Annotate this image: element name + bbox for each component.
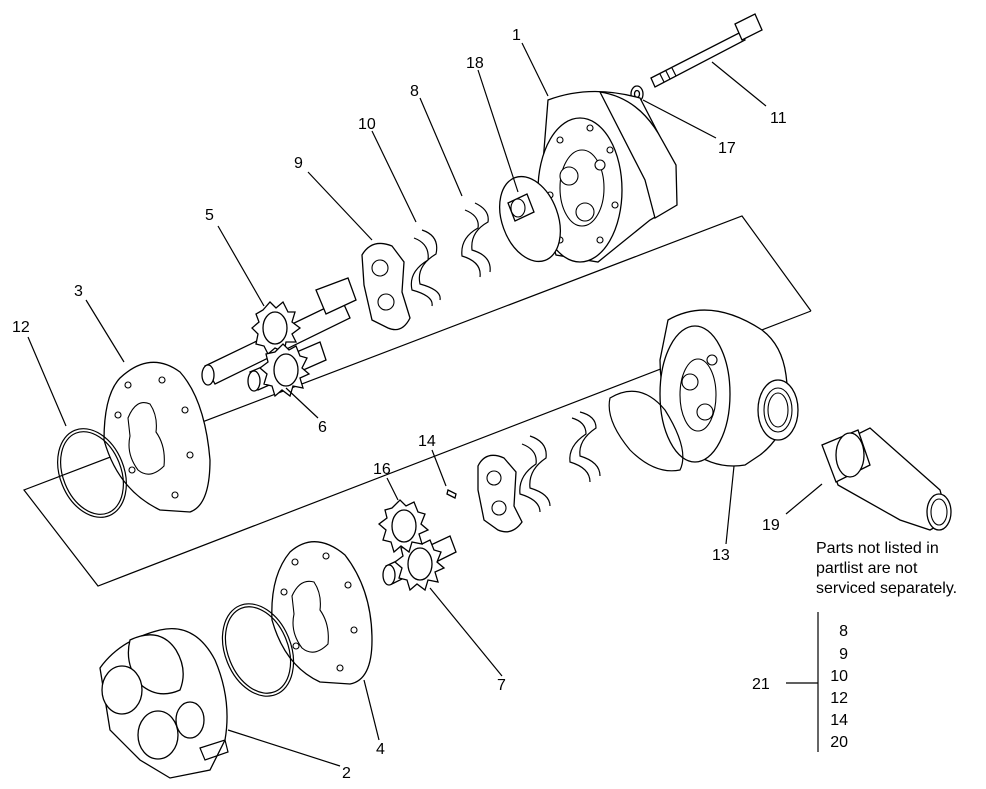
kit-item: 8 [839,623,848,640]
kit-item: 20 [830,734,848,751]
rear-o-ring [608,390,684,472]
rear-seal-b [519,435,551,513]
housing-plate-3-part [103,361,211,513]
gear-16-part [377,499,430,554]
callout-9: 9 [294,155,303,172]
housing-plate-4-part [271,541,373,685]
kit-item: 12 [830,690,848,707]
callout-8: 8 [410,83,419,100]
callout-6: 6 [318,419,327,436]
callout-12: 12 [12,319,30,336]
fitting-19-part [821,427,952,531]
o-ring-12-part [57,428,127,518]
rear-wear-plate [477,454,523,533]
callout-18: 18 [466,55,484,72]
callout-4: 4 [376,741,385,758]
callout-11: 11 [770,110,787,127]
callout-14: 14 [418,433,436,450]
callout-16: 16 [373,461,391,478]
drive-gear-part [201,277,357,386]
wear-plate-9-part [361,242,411,331]
pin-14-part [446,489,457,499]
callout-7: 7 [497,677,506,694]
callout-21: 21 [752,676,770,693]
callout-2: 2 [342,765,351,782]
callout-10: 10 [358,116,376,133]
end-body-2-part [99,628,229,779]
kit-item: 10 [830,668,848,685]
service-note-line3: serviced separately. [816,580,958,597]
section-frame [23,215,812,587]
callout-19: 19 [762,517,780,534]
driven-gear-part [247,341,327,398]
kit-item: 9 [839,646,848,663]
seal-plate-part [499,175,561,263]
service-note-line1: Parts not listed in [816,540,939,557]
callout-13: 13 [712,547,730,564]
kit-item: 14 [830,712,848,729]
rear-seal-a [569,411,601,483]
gear-7-part [382,535,457,592]
callout-1: 1 [512,27,521,44]
leader-lines [27,42,823,767]
callout-17: 17 [718,140,736,157]
front-cover-part [537,90,678,263]
lower-o-ring [221,603,295,697]
service-note: Parts not listed in partlist are not ser… [816,539,957,599]
seal-10-part [410,229,441,307]
callout-3: 3 [74,283,83,300]
rear-body-13-part [659,309,799,467]
bolt-part [650,13,763,88]
service-note-line2: partlist are not [816,560,918,577]
seal-8-part [461,202,491,278]
callout-5: 5 [205,207,214,224]
